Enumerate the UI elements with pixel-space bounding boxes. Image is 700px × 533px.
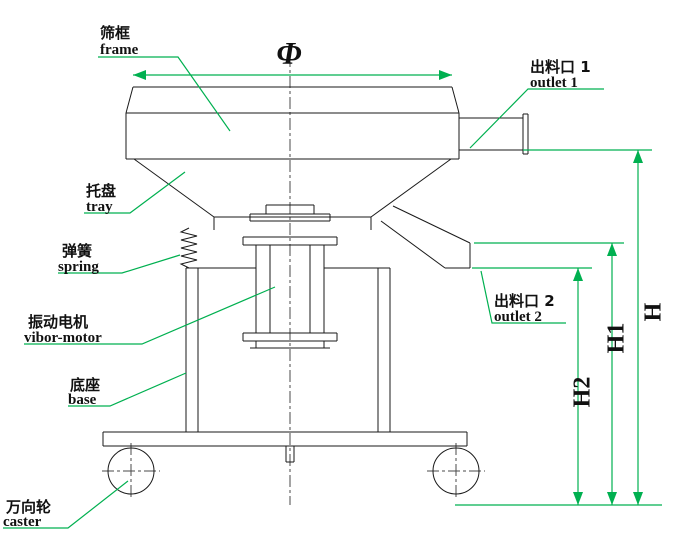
outlet2-label-zh: 出料口 2 [494, 292, 555, 310]
base-label-zh: 底座 [70, 376, 100, 394]
diameter-dimension [133, 70, 452, 80]
outlet2-leader [480, 270, 566, 324]
caster-right-centerline [427, 443, 485, 500]
vibor-motor-leader [24, 286, 276, 345]
drain-rod [285, 446, 295, 463]
frame-leader [98, 56, 231, 132]
spring-label-zh: 弹簧 [62, 242, 92, 260]
outlet1-label-en: outlet 1 [530, 75, 578, 91]
outlet2-chute [380, 205, 471, 269]
centerlines [102, 55, 485, 505]
h1-dimension-label: H1 [604, 323, 630, 354]
tray-leader [84, 171, 186, 214]
vibor-motor-label-en: vibor-motor [24, 330, 102, 346]
leader-lines [3, 56, 604, 529]
base-plate [102, 431, 468, 463]
frame-label-zh: 筛框 [100, 24, 130, 42]
caster-right-wheel [432, 447, 480, 495]
vibor-motor-label-zh: 振动电机 [28, 313, 88, 331]
diameter-symbol: Φ [276, 35, 301, 71]
caster-label-en: caster [3, 514, 42, 530]
outlet1-pipe [459, 113, 529, 155]
h2-dimension [573, 268, 583, 505]
outlet2-label-en: outlet 2 [494, 309, 542, 325]
spring-leader [58, 254, 181, 274]
spring-coil [179, 227, 198, 269]
tray-label-zh: 托盘 [86, 182, 116, 200]
sieve-frame-outline [125, 86, 460, 160]
caster-left-wheel [107, 447, 155, 495]
h-dimension [633, 150, 643, 505]
h-dimension-label: H [641, 302, 667, 321]
h2-dimension-label: H2 [570, 377, 596, 408]
tray-funnel-outline [133, 158, 452, 230]
caster-label-zh: 万向轮 [5, 498, 51, 516]
outlet1-leader [469, 88, 604, 149]
spring-label-en: spring [58, 259, 99, 275]
base-housing [185, 267, 391, 432]
caster-left-centerline [102, 443, 160, 500]
tray-label-en: tray [86, 199, 113, 215]
h1-dimension [607, 243, 617, 505]
outlet1-label-zh: 出料口 1 [530, 58, 591, 76]
vibro-motor-assembly [242, 204, 338, 349]
base-leader [68, 372, 187, 407]
height-reference-lines [455, 149, 662, 506]
caster-leader [3, 480, 129, 529]
base-label-en: base [68, 392, 97, 408]
frame-label-en: frame [100, 42, 139, 58]
